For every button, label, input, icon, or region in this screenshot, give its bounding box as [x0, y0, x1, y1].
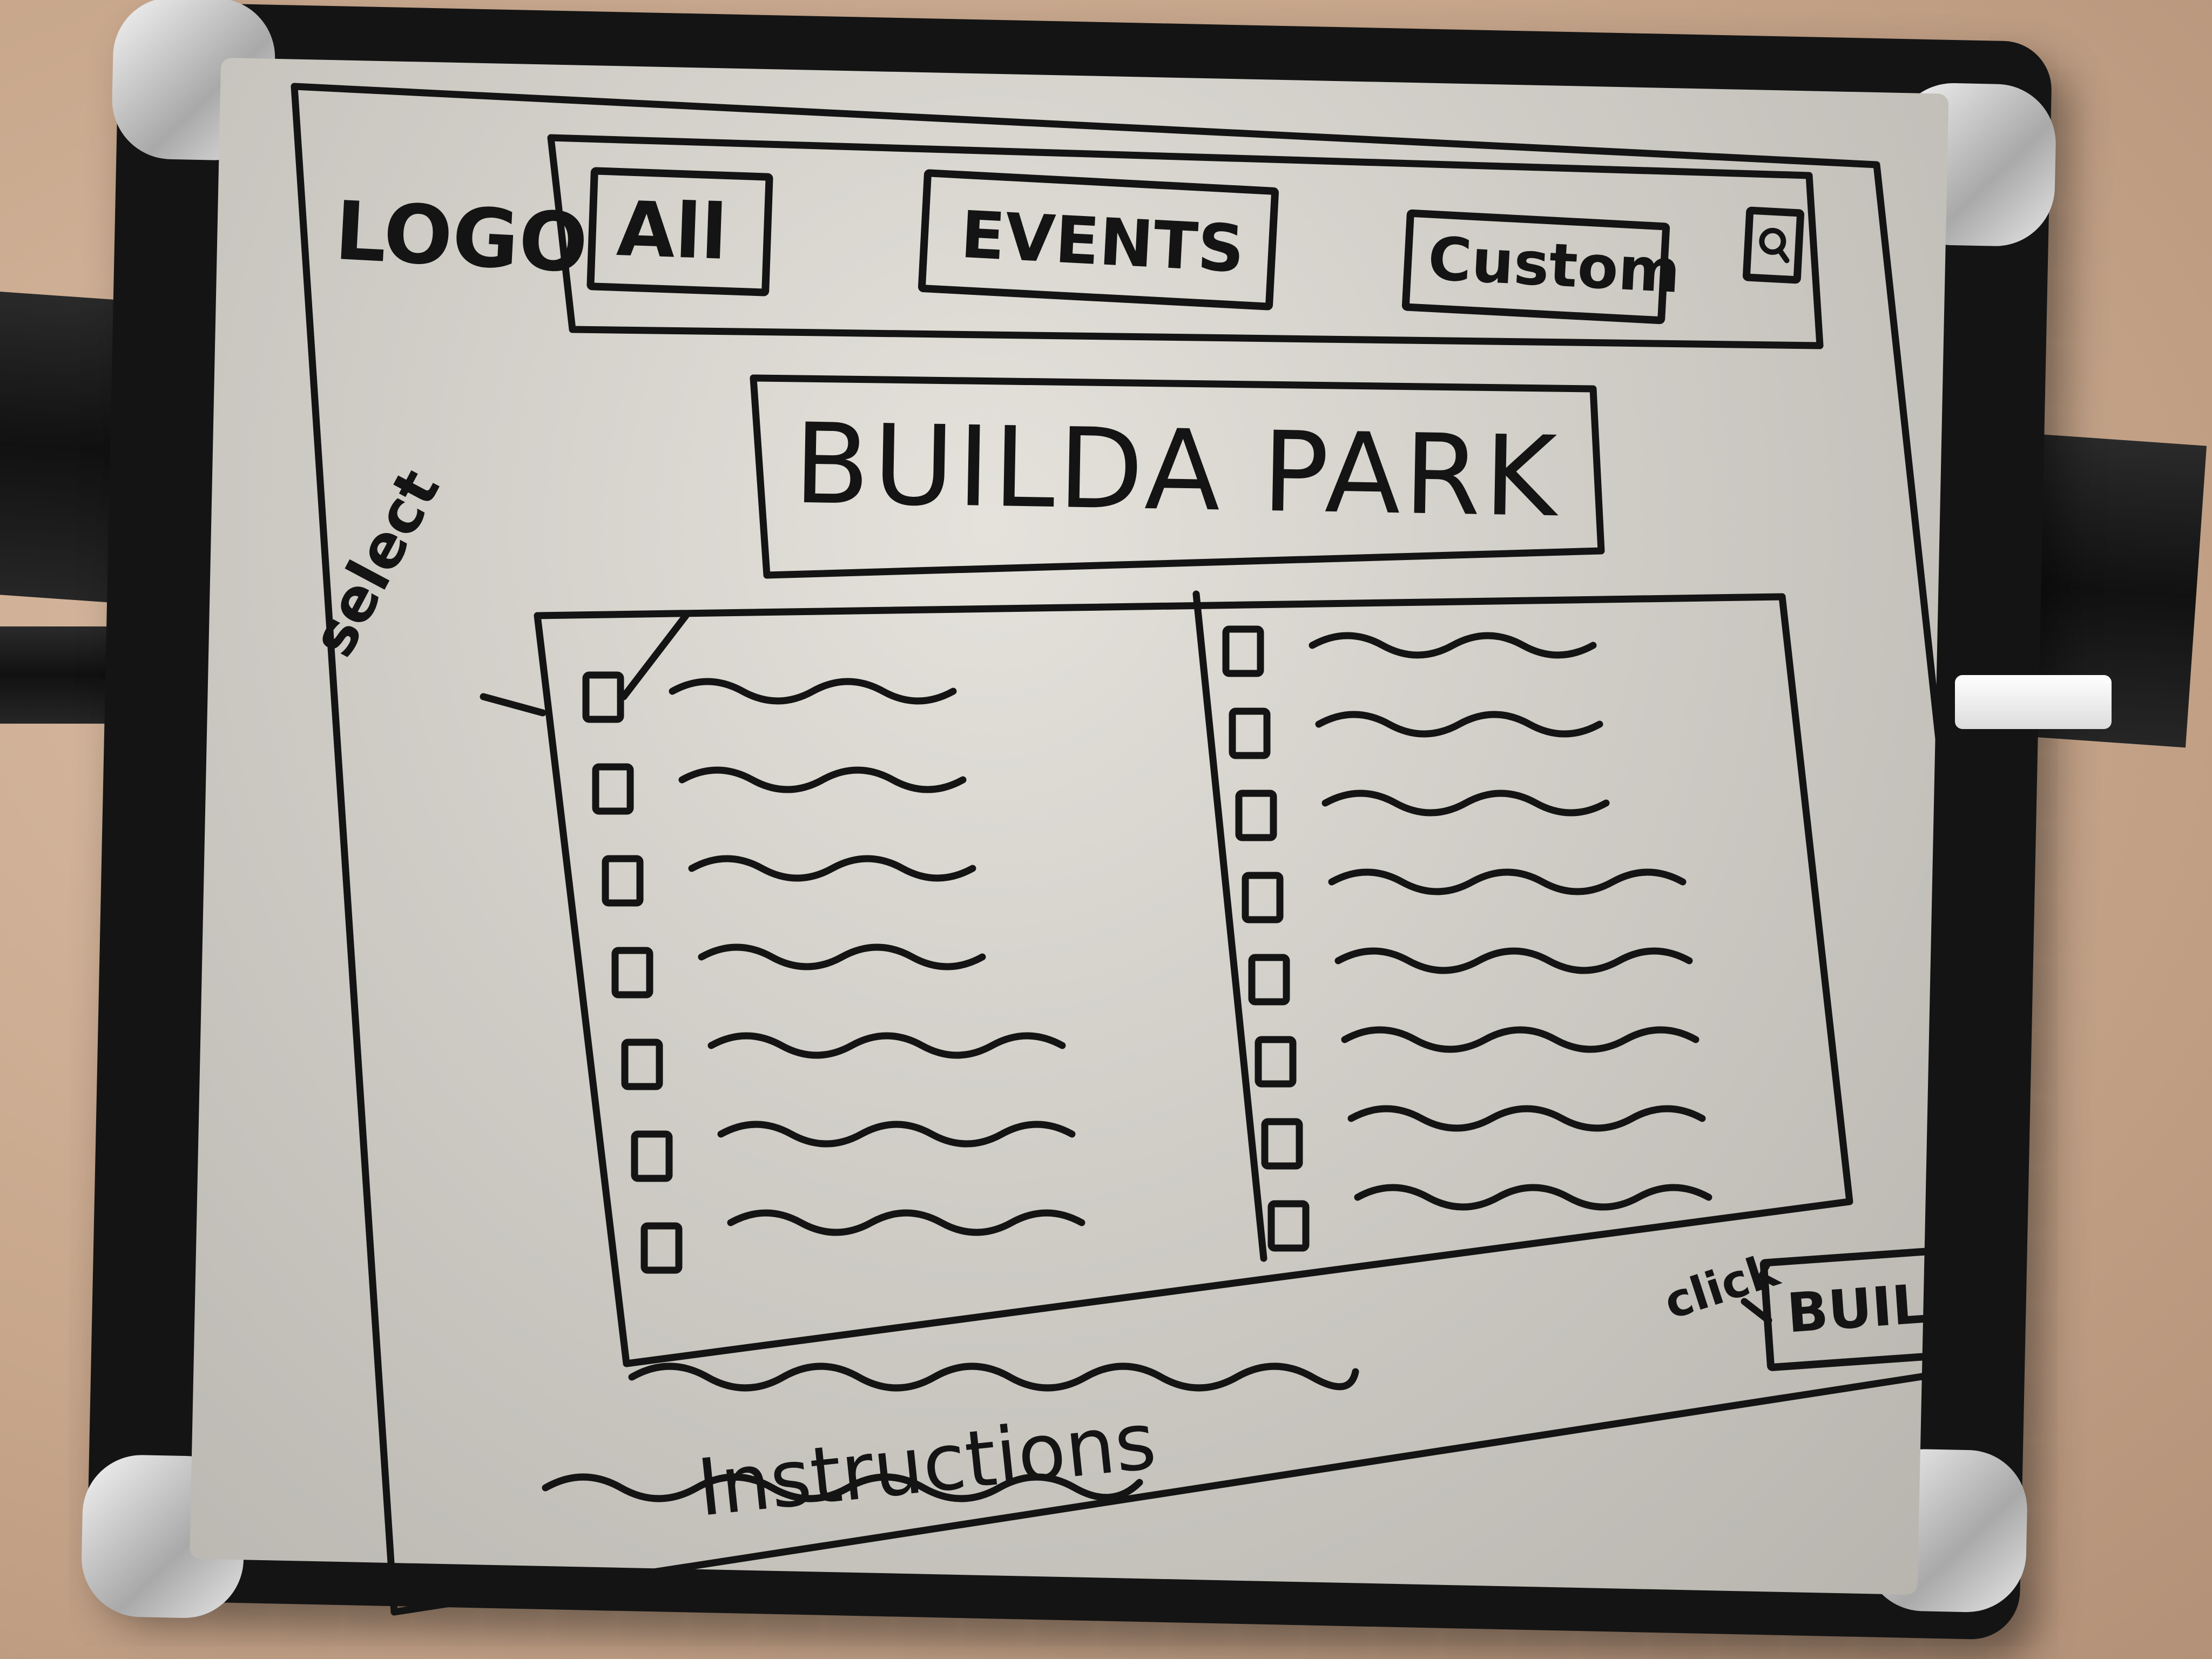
search-icon [1759, 227, 1790, 264]
right-list-item-label-5 [1334, 947, 1693, 974]
select-arrow [620, 612, 690, 700]
select-tick [480, 693, 547, 717]
right-list-checkbox-3[interactable] [1235, 790, 1277, 841]
right-list-checkbox-5[interactable] [1248, 954, 1290, 1006]
right-list-item-label-6 [1341, 1026, 1700, 1053]
left-list-item-label-3 [688, 855, 976, 882]
instructions-squiggle-1 [628, 1363, 1359, 1392]
right-list-item-label-1 [1309, 632, 1597, 659]
left-list-item-label-5 [707, 1032, 1066, 1059]
click-arrow [1741, 1298, 1772, 1324]
marker-clip [1955, 675, 2112, 729]
title-box [750, 374, 1605, 579]
tab-events[interactable]: EVENTS [918, 168, 1279, 311]
left-list-checkbox-7[interactable] [640, 1222, 683, 1274]
right-list-item-label-8 [1354, 1184, 1712, 1211]
left-list-checkbox-2[interactable] [592, 763, 634, 815]
left-list-checkbox-5[interactable] [621, 1038, 663, 1090]
right-list-checkbox-7[interactable] [1261, 1118, 1303, 1170]
right-list-checkbox-1[interactable] [1222, 625, 1264, 677]
right-list-checkbox-8[interactable] [1267, 1200, 1310, 1252]
build-button[interactable]: BUILD [1759, 1246, 1973, 1372]
left-list-checkbox-3[interactable] [602, 855, 644, 907]
left-list-checkbox-6[interactable] [631, 1130, 673, 1182]
instructions-squiggle-2 [542, 1473, 1143, 1502]
logo: LOGO [332, 184, 590, 292]
right-list-checkbox-2[interactable] [1229, 707, 1271, 759]
page-border [291, 83, 2010, 1616]
list-divider [1192, 590, 1267, 1262]
list-panel [534, 593, 1853, 1367]
right-list-item-label-4 [1328, 868, 1687, 895]
right-list-checkbox-6[interactable] [1255, 1036, 1297, 1088]
right-list-checkbox-4[interactable] [1242, 872, 1284, 923]
tab-all-label: All [615, 185, 729, 277]
tab-custom-label: Custom [1426, 224, 1682, 306]
tab-custom[interactable]: Custom [1401, 209, 1682, 325]
left-list-checkbox-4[interactable] [611, 947, 653, 999]
left-list-item-label-2 [678, 766, 967, 793]
left-list-checkbox-1[interactable] [582, 671, 624, 723]
search-button[interactable] [1742, 206, 1805, 284]
left-list-item-label-6 [717, 1121, 1076, 1148]
left-list-item-label-1 [669, 678, 957, 705]
navbar-box [547, 134, 1824, 349]
tab-events-label: EVENTS [959, 197, 1246, 288]
page-title: BUILDA PARK [793, 400, 1561, 542]
left-list-item-label-7 [727, 1209, 1085, 1236]
right-list-item-label-3 [1321, 790, 1610, 817]
tab-all[interactable]: All [586, 167, 773, 296]
build-button-label: BUILD [1785, 1269, 1973, 1345]
right-list-item-label-7 [1347, 1105, 1706, 1132]
right-list-item-label-2 [1315, 711, 1603, 738]
left-list-item-label-4 [698, 943, 986, 970]
